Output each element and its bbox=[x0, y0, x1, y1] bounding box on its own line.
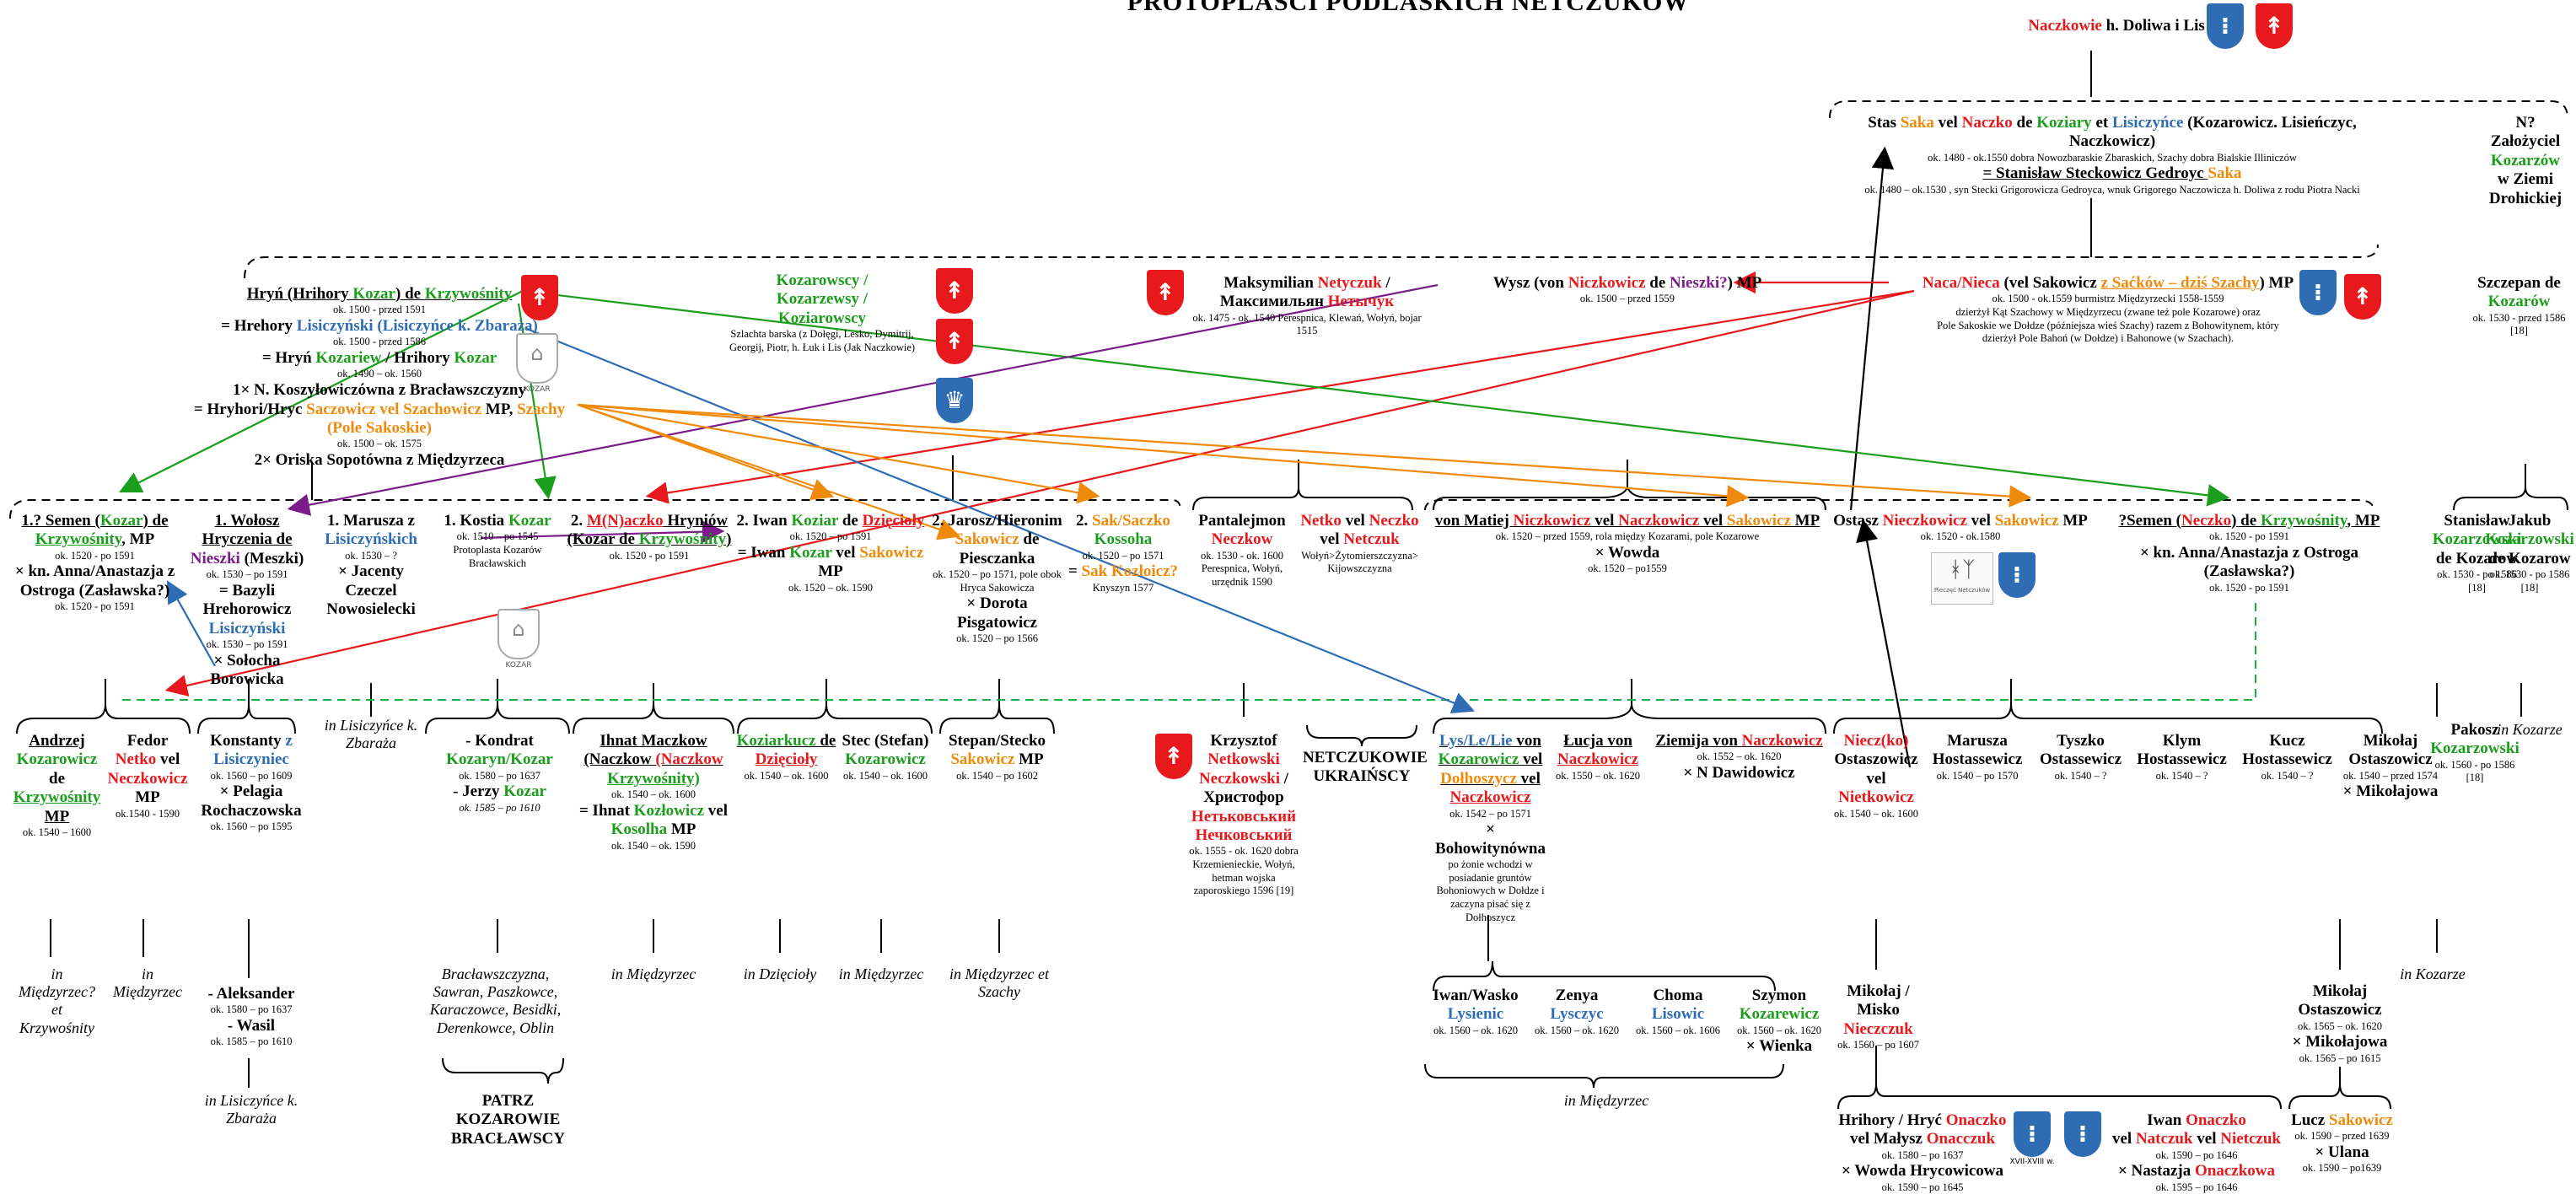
note-braclawszczyzna: Bracławszczyzna, Sawran, Paszkowce, Kara… bbox=[429, 965, 562, 1036]
node-ihnat: Ihnat Maczkow (Naczkow (Naczkow Krzywośn… bbox=[578, 732, 728, 852]
node-wysz: Wysz (von Niczkowicz de Nieszki?) MP ok.… bbox=[1492, 274, 1762, 305]
node-wolosz: 1. Wołosz Hryczenia de Nieszki (Meszki) … bbox=[190, 512, 304, 689]
shield-blue-lis-icon: ⁝ bbox=[2207, 3, 2244, 49]
shield-red-arrow-icon: ↟ bbox=[1155, 734, 1192, 779]
node-koziarkucz: Koziarkucz de Dzięcioły ok. 1540 – ok. 1… bbox=[736, 732, 836, 782]
node-semen1: 1.? Semen (Kozar) de Krzywośnity, MP ok.… bbox=[14, 512, 175, 613]
node-iwan: 2. Iwan Koziar de Dzięcioły ok. 1520 – p… bbox=[736, 512, 925, 594]
note-lisiczynce-2: in Lisiczyńce k. Zbaraża bbox=[204, 1092, 298, 1127]
node-stec: Stec (Stefan) Kozarowicz ok. 1540 – ok. … bbox=[842, 732, 929, 782]
node-tyszko: Tyszko Ostassewicz ok. 1540 – ? bbox=[2039, 732, 2122, 782]
node-pantelejmon: Pantalejmon Neczkow ok. 1530 - ok. 1600 … bbox=[1198, 512, 1286, 589]
node-lys: Lys/Le/Lie von Kozarowicz vel Dołhoszycz… bbox=[1435, 732, 1546, 923]
kozar-emblem-icon: ⌂KOZAR bbox=[516, 333, 558, 394]
node-szymon: Szymon Kozarewicz ok. 1560 – ok. 1620 × … bbox=[1737, 987, 1821, 1056]
note-miedzyrzec-1: in Międzyrzec bbox=[113, 965, 182, 1001]
node-andrzej: Andrzej Kozarowicz de Krzywośnity MP ok.… bbox=[13, 732, 101, 839]
note-kozarze-2: in Kozarze bbox=[2400, 965, 2466, 982]
shield-red-arrow-icon: ↟ bbox=[521, 275, 558, 320]
node-iwan-onaczko: Iwan Onaczko vel Natczuk vel Nietczuk ok… bbox=[2111, 1111, 2281, 1193]
node-matiej: von Matiej Niczkowicz vel Naczkowicz vel… bbox=[1434, 512, 1820, 575]
note-dziecioly: in Dzięcioły bbox=[743, 965, 817, 982]
node-mikolaj-misko: Mikołaj / Misko Nieczczuk ok. 1560 – po … bbox=[1837, 982, 1919, 1051]
node-hryn: Hryń (Hrihory Kozar) de Krzywośnity ok. … bbox=[193, 285, 566, 469]
node-fedor: Fedor Netko vel Neczkowicz MP ok.1540 - … bbox=[107, 732, 188, 820]
node-pakosz: Pakosz Kozarzowski ok. 1560 - po 1586 [1… bbox=[2430, 721, 2520, 784]
node-marusza2: Marusza Hostassewicz ok. 1540 – po 1570 bbox=[1932, 732, 2023, 782]
note-miedzyrzec-3: in Międzyrzec bbox=[838, 965, 924, 982]
node-jarosz: 2. Jarosz/Hieronim Sakowicz de Piesczank… bbox=[932, 512, 1062, 645]
node-zenya: Zenya Lysczyc ok. 1560 – ok. 1620 bbox=[1535, 987, 1619, 1036]
node-aleksander: - Aleksander ok. 1580 – po 1637 - Wasil … bbox=[207, 985, 295, 1048]
node-iwan-wasko: Iwan/Wasko Lysienic ok. 1560 – ok. 1620 bbox=[1433, 987, 1519, 1036]
node-mikolaj: Mikołaj Ostaszowicz ok. 1540 – przed 157… bbox=[2342, 732, 2439, 801]
node-ostasz: Ostasz Nieczkowicz vel Sakowicz MP ok. 1… bbox=[1833, 512, 2088, 543]
shield-blue-lis-icon: ⁝ bbox=[2064, 1111, 2101, 1157]
shield-red-arrow-icon: ↟ bbox=[936, 268, 973, 314]
node-kozarowscy: Kozarowscy / Kozarzewsy / Koziarowscy Sz… bbox=[729, 272, 916, 353]
node-ziemija: Ziemija von Naczkowicz ok. 1552 – ok. 16… bbox=[1655, 732, 1823, 783]
node-szczepan: Szczepan de Kozarów ok. 1530 - przed 158… bbox=[2472, 274, 2566, 337]
node-lucja: Łucja von Naczkowicz ok. 1550 – ok. 1620 bbox=[1556, 732, 1640, 782]
node-konstanty: Konstanty z Lisiczyniec ok. 1560 – po 16… bbox=[201, 732, 302, 833]
node-hrihory-onaczko: Hrihory / Hryć Onaczko vel Małysz Onaccz… bbox=[1838, 1111, 2007, 1193]
relation-arrows bbox=[119, 146, 2230, 768]
node-stanislaw: Stanisław Kozarzowski de Kozarow ok. 153… bbox=[2432, 512, 2522, 594]
note-miedzyrzec-szachy: in Międzyrzec et Szachy bbox=[949, 965, 1049, 1001]
node-netko: Netko vel Neczko vel Netczuk Wołyń>Żytom… bbox=[1300, 512, 1419, 575]
node-kucz: Kucz Hostassewicz ok. 1540 – ? bbox=[2242, 732, 2332, 782]
node-nieczko: Niecz(ko) Ostaszowicz vel Nietkowicz ok.… bbox=[1834, 732, 1918, 820]
shield-red-arrow-icon: ↟ bbox=[1147, 270, 1184, 315]
shield-red-arrow-icon: ↟ bbox=[2256, 3, 2293, 49]
note-miedzyrzec-4: in Międzyrzec bbox=[1563, 1092, 1649, 1109]
node-kondrat: - Kondrat Kozaryn/Kozar ok. 1580 – po 16… bbox=[446, 732, 553, 814]
shield-blue-lis-icon: ⁝ bbox=[2014, 1111, 2051, 1157]
kozar-emblem-icon: ⌂KOZAR bbox=[497, 609, 540, 670]
node-mnaczko: 2. M(N)aczko Hryniów (Kozar de Krzywośni… bbox=[567, 512, 732, 562]
node-marusza1: 1. Marusza z Lisiczyńskich ok. 1530 – ? … bbox=[325, 512, 417, 619]
node-stas: Stas Saka vel Naczko de Koziary et Lisic… bbox=[1864, 114, 2360, 196]
node-np: N? Założyciel Kozarzów w Ziemi Drohickie… bbox=[2488, 114, 2563, 207]
node-mikolaj-2: Mikołaj Ostaszowicz ok. 1565 – ok. 1620 … bbox=[2292, 982, 2388, 1064]
shield-red-arrow-icon: ↟ bbox=[2344, 274, 2381, 320]
shield-blue-lis-icon: ⁝ bbox=[2299, 270, 2337, 315]
naczkowie-label: Naczkowie h. Doliwa i Lis bbox=[2028, 17, 2205, 35]
node-jakub: Jakub Kozarzowski de Kozarow ok. 1530 - … bbox=[2485, 512, 2574, 594]
coat-of-arms-icon: ♛ bbox=[936, 378, 973, 423]
note-miedzyrzec-2: in Międzyrzec bbox=[610, 965, 696, 982]
link-patrz-kozarowie[interactable]: PATRZ KOZAROWIE BRACŁAWSCY bbox=[450, 1092, 566, 1148]
node-klym: Klym Hostassewicz ok. 1540 – ? bbox=[2137, 732, 2227, 782]
node-choma: Choma Lisowic ok. 1560 – ok. 1606 bbox=[1636, 987, 1720, 1036]
note-lisiczynce: in Lisiczyńce k. Zbaraża bbox=[324, 717, 418, 752]
note-miedzyrzec-krzywosnity: in Międzyrzec? et Krzywośnity bbox=[19, 965, 95, 1036]
netczuk-seal-icon: ᚼᛉ Pieczęć Netczuków bbox=[1931, 552, 1993, 605]
tree-lines bbox=[9, 51, 2568, 1110]
node-naca: Naca/Nieca (vel Sakowicz z Saćków – dziś… bbox=[1922, 274, 2294, 345]
node-krzysztof: Krzysztof Netkowski Neczkowski / Христоф… bbox=[1189, 732, 1299, 897]
emblem-caption: XVII-XVIII w. bbox=[2009, 1158, 2055, 1166]
node-sak: 2. Sak/Saczko Kossoha ok. 1520 – po 1571… bbox=[1068, 512, 1179, 594]
page-title: PROTOPLAŚCI PODLASKICH NETCZUKÓW bbox=[1127, 0, 1690, 16]
node-kostia: 1. Kostia Kozar ok. 1510 – po 1545 Proto… bbox=[444, 512, 551, 569]
node-semen2: ?Semen (Neczko) de Krzywośnity, MP ok. 1… bbox=[2118, 512, 2380, 594]
note-kozarze: in Kozarze bbox=[2497, 721, 2563, 738]
dashed-green-link bbox=[118, 603, 2256, 701]
shield-red-arrow-icon: ↟ bbox=[936, 319, 973, 364]
label-netczukowie-ukrainscy: NETCZUKOWIE UKRAIŃSCY bbox=[1303, 749, 1428, 786]
node-lucz: Lucz Sakowicz ok. 1590 – przed 1639 × Ul… bbox=[2291, 1111, 2393, 1175]
node-maksymilian: Maksymilian Netyczuk / Максимильян Нетыч… bbox=[1192, 274, 1422, 337]
node-stepan: Stepan/Stecko Sakowicz MP ok. 1540 – po … bbox=[948, 732, 1046, 782]
shield-blue-lis-icon: ⁝ bbox=[1998, 552, 2036, 598]
